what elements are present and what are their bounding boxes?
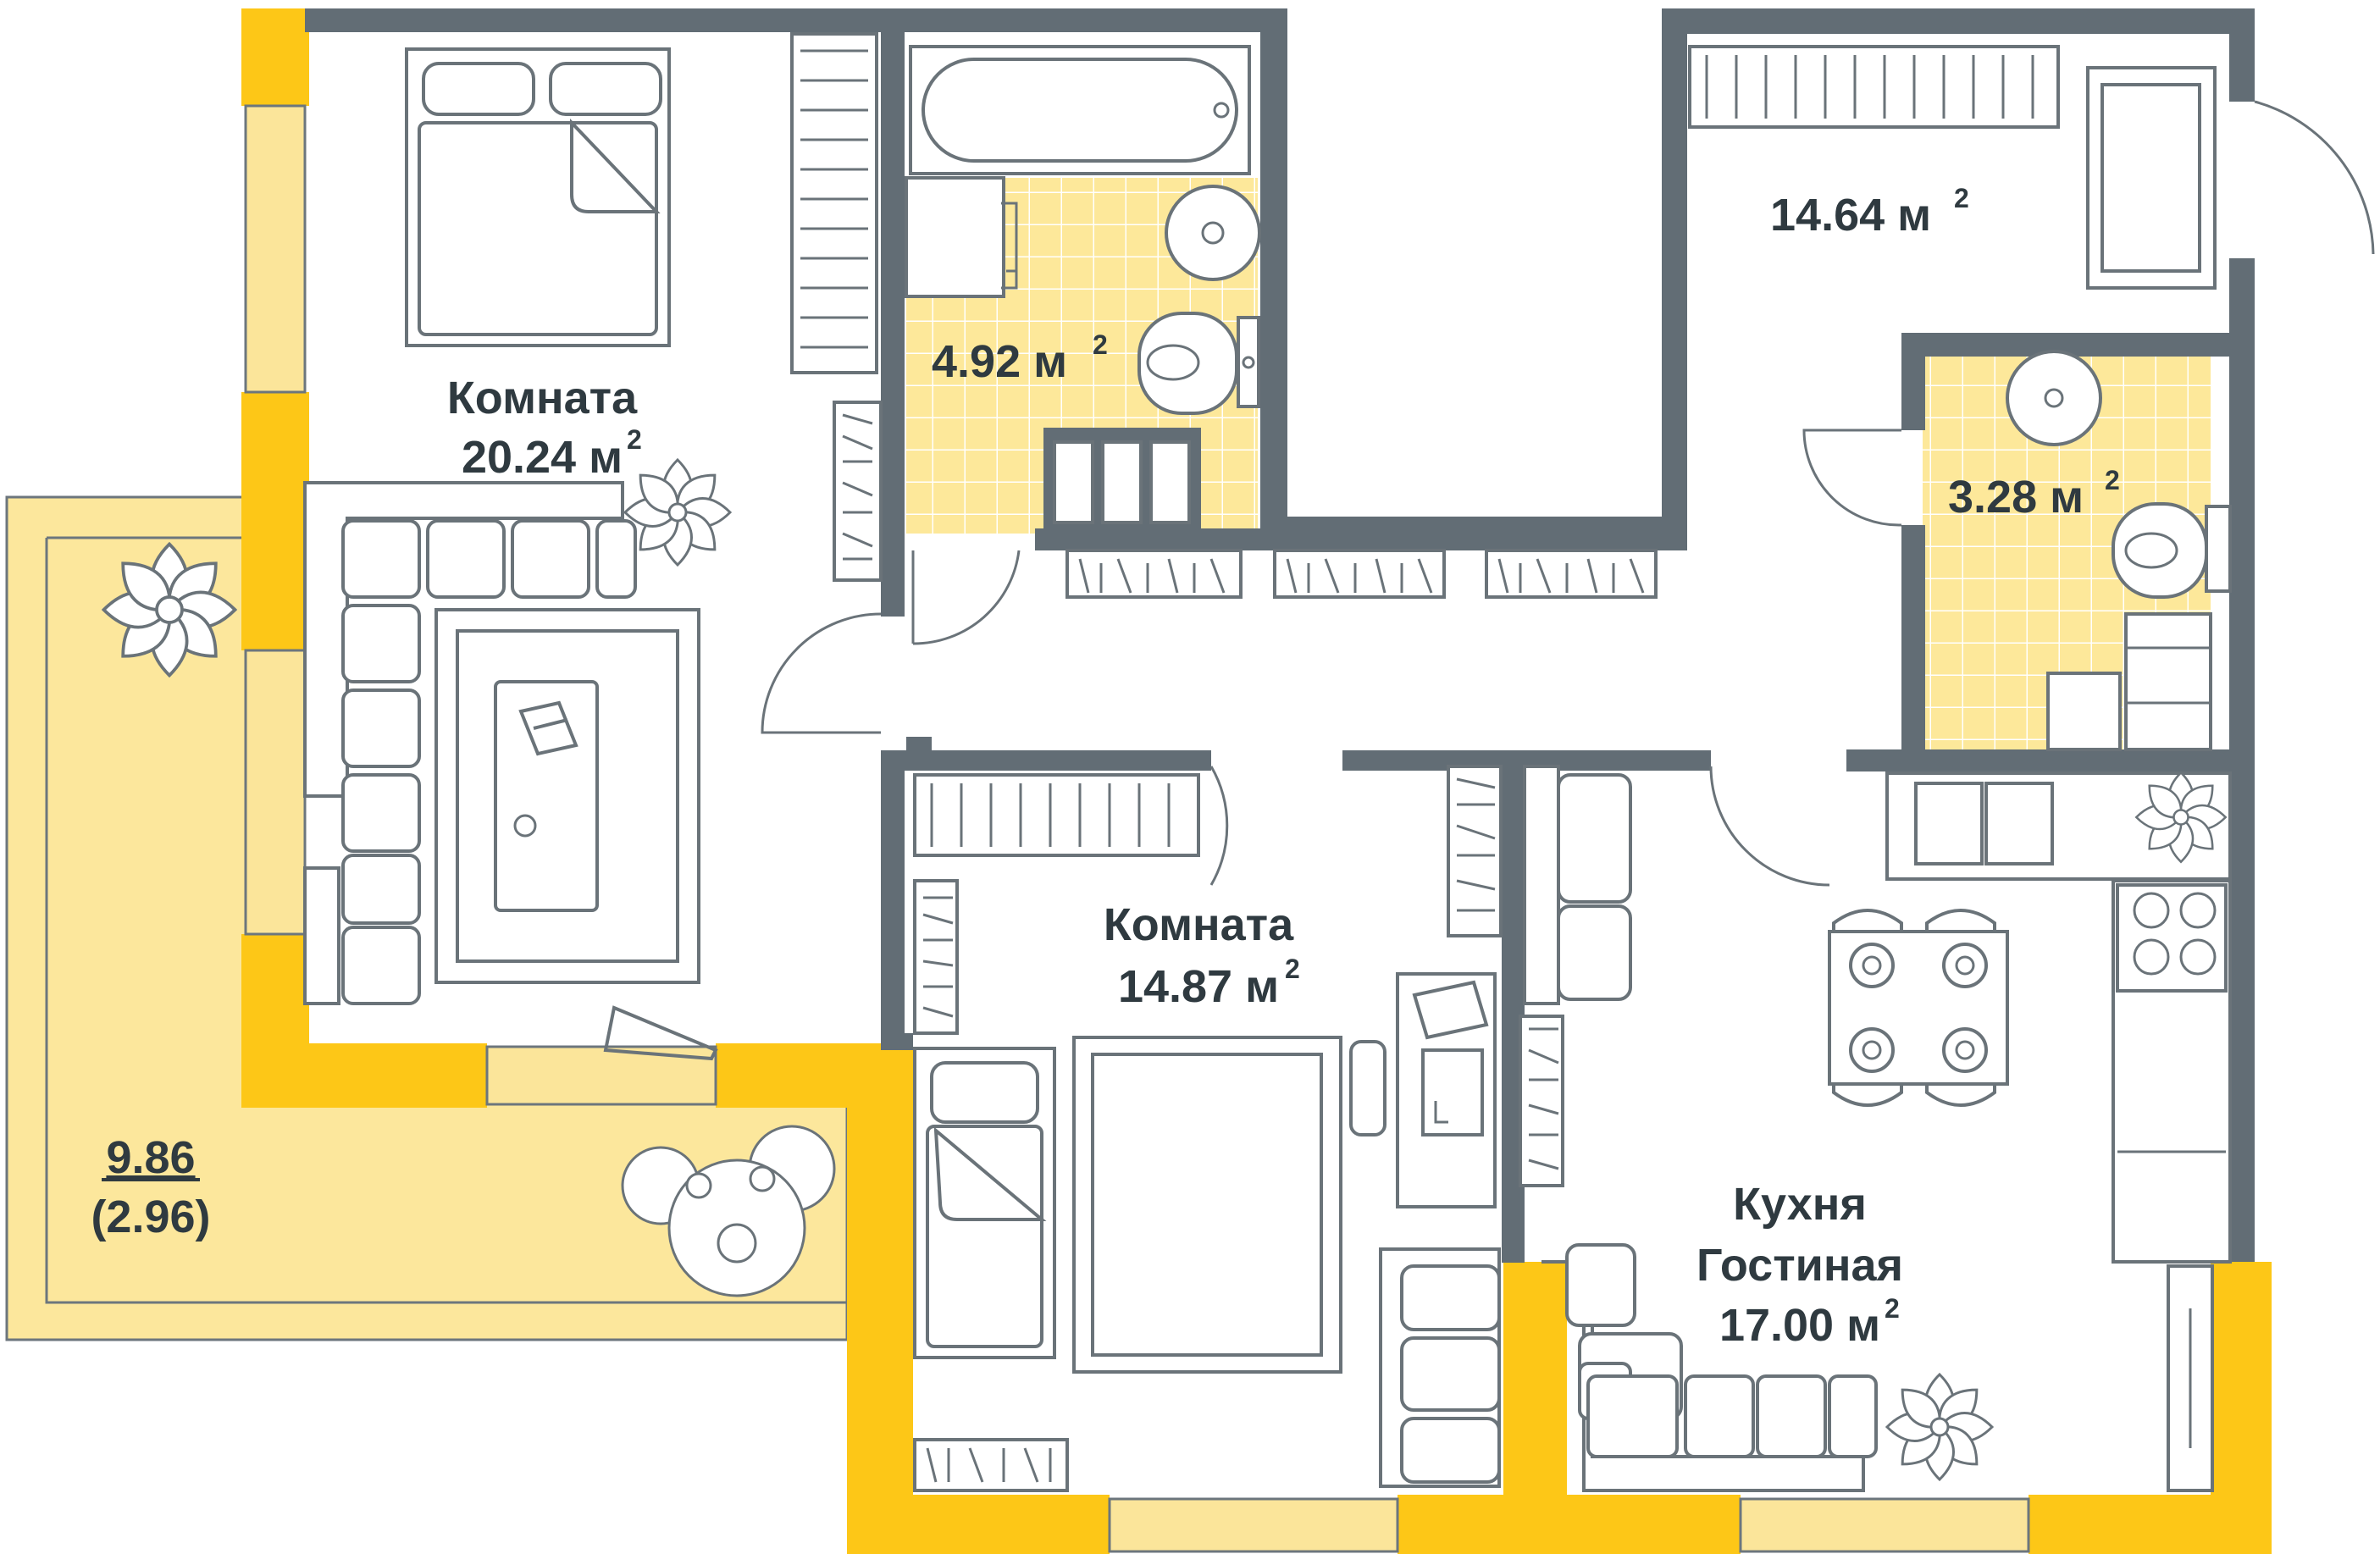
bathroom-furniture: [905, 45, 1261, 529]
living-plant-icon: [1885, 1373, 1994, 1481]
wc-furniture: [2006, 350, 2232, 751]
kitchen-living-name-line1: Кухня: [1733, 1179, 1867, 1230]
bedroom-second-area-sup: 2: [1285, 954, 1300, 984]
room-label-bedroom-second: Комната 14.87 м 2: [1104, 899, 1300, 1012]
windows: [244, 104, 2030, 1553]
room-label-bedroom-main: Комната 20.24 м 2: [447, 373, 642, 483]
bathroom-area: 4.92 м: [932, 336, 1067, 387]
hall-area-sup: 2: [1954, 183, 1969, 213]
balcony: [5, 495, 849, 1341]
bedroom-plant-icon: [623, 458, 732, 567]
bedroom-main-area-sup: 2: [627, 424, 642, 455]
room-label-wc: 3.28 м 2: [1948, 465, 2120, 523]
kitchen-living-area: 17.00 м: [1719, 1300, 1880, 1351]
doors: [761, 100, 2375, 887]
bedroom-second-furniture: [913, 765, 1503, 1492]
corridor-shelves: [1065, 549, 1658, 599]
room-label-kitchen-living: Кухня Гостиная 17.00 м 2: [1696, 1179, 1903, 1351]
hall-furniture: [1688, 45, 2217, 290]
kitchen-living-furniture: [1519, 765, 2232, 1492]
kitchen-plant-icon: [2135, 771, 2227, 863]
wc-area: 3.28 м: [1948, 472, 2084, 523]
bedroom-second-name: Комната: [1104, 899, 1294, 950]
balcony-reduced-area: (2.96): [91, 1192, 210, 1242]
bedroom-main-furniture: [303, 32, 883, 1061]
kitchen-living-name-line2: Гостиная: [1696, 1240, 1903, 1291]
interior-walls: [305, 8, 2255, 1263]
bedroom-second-area: 14.87 м: [1118, 961, 1279, 1012]
room-label-bathroom: 4.92 м 2: [932, 329, 1108, 387]
balcony-rail: [45, 536, 847, 1304]
outer-walls-accent: [241, 8, 2272, 1554]
balcony-label: 9.86 (2.96): [91, 1132, 210, 1242]
wc-area-sup: 2: [2105, 465, 2120, 495]
bathroom-area-sup: 2: [1093, 329, 1108, 360]
balcony-area: 9.86: [106, 1132, 195, 1183]
hall-area: 14.64 м: [1770, 190, 1931, 241]
kitchen-living-area-sup: 2: [1885, 1293, 1900, 1324]
bear-toy-icon: [621, 1125, 836, 1297]
bedroom-main-area: 20.24 м: [462, 432, 623, 483]
room-label-hall: 14.64 м 2: [1770, 183, 1969, 241]
balcony-plant-icon: [102, 542, 237, 677]
bedroom-main-name: Комната: [447, 373, 638, 423]
